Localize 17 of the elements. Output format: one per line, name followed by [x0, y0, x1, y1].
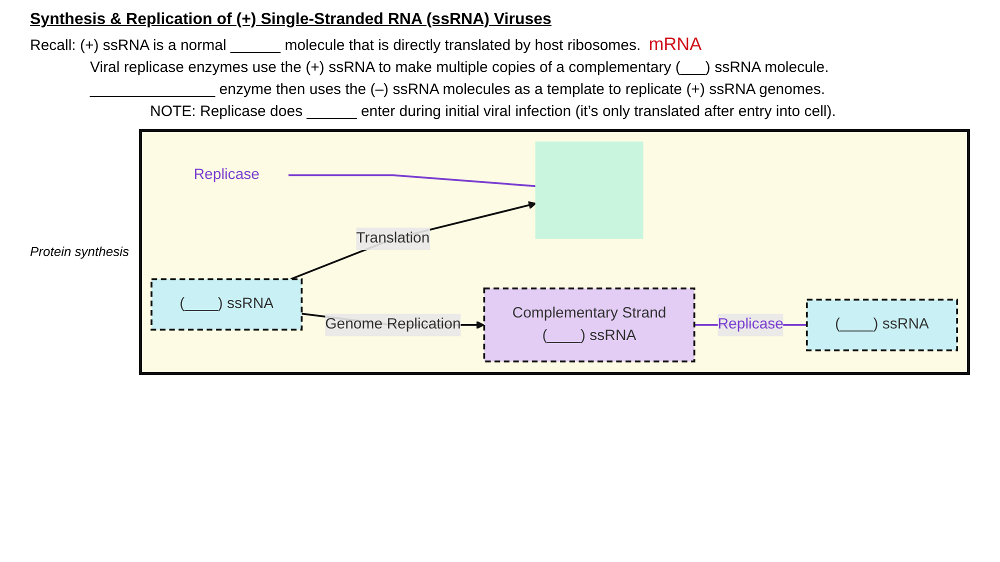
branch-caption: Protein synthesis	[30, 244, 129, 260]
node-box	[535, 141, 644, 238]
bullet-text: Recall: (+) ssRNA is a normal ______ molecule that is directly translated by host ribosomes.	[30, 37, 641, 54]
connector	[288, 174, 536, 187]
node-box: (____) ssRNA	[150, 278, 303, 330]
edge-label: Replicase	[718, 316, 784, 332]
node-box: (____) ssRNA	[806, 298, 958, 351]
edge-label: Translation	[356, 230, 430, 246]
edge-label: Genome Replication	[325, 316, 461, 332]
note-text: _______________ enzyme then uses the (–) ssRNA molecules as a template to replicate (+) ssRNA genomes.	[90, 81, 825, 98]
title: Synthesis & Replication of (+) Single-Stranded RNA (ssRNA) Viruses	[30, 10, 552, 30]
node-box: Complementary Strand (____) ssRNA	[483, 287, 696, 362]
arrow	[290, 200, 537, 280]
note-text: NOTE: Replicase does ______ enter during initial viral infection (it’s only translated after entry into cell).	[150, 102, 836, 120]
handwritten-answer: mRNA	[648, 34, 702, 54]
node-text: Replicase	[194, 166, 260, 182]
note-text: Viral replicase enzymes use the (+) ssRNA to make multiple copies of a complementary (___) ssRNA molecule.	[90, 59, 829, 76]
